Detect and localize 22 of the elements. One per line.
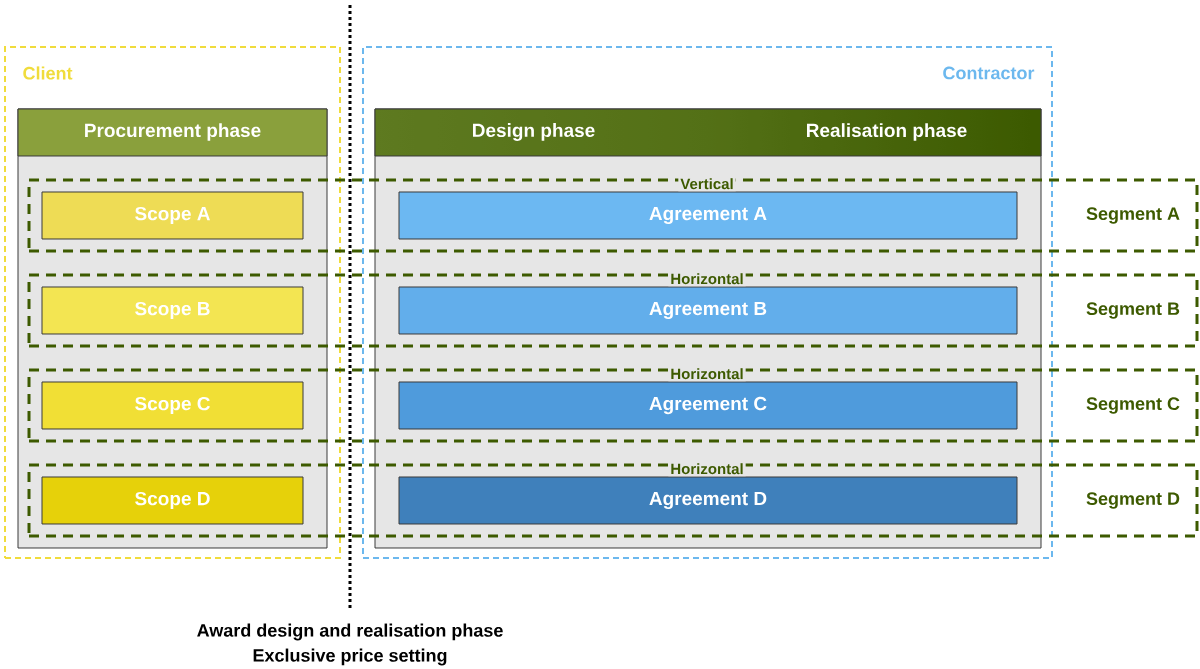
caption-text: Exclusive price setting: [253, 648, 447, 666]
caption-text: Award design and realisation phase: [197, 623, 503, 641]
scope-box: Scope B: [41, 286, 304, 335]
scope-box: Scope D: [41, 476, 304, 525]
segment-label: Segment D: [1086, 492, 1180, 509]
segment-label: Segment B: [1086, 302, 1180, 319]
scope-box: Scope C: [41, 381, 304, 430]
segment-type-label: Horizontal: [668, 366, 746, 382]
segment-label: Segment A: [1086, 207, 1180, 224]
phase-header: Design phase Realisation phase: [374, 108, 1042, 157]
phase-header: Procurement phase: [17, 108, 328, 157]
node-label: Design phase: [473, 123, 595, 141]
segment-type-label: Horizontal: [668, 461, 746, 477]
agreement-box: Agreement B: [398, 286, 1018, 335]
segment-label: Segment C: [1086, 397, 1180, 414]
segment-type-label: Horizontal: [668, 271, 746, 287]
agreement-box: Agreement D: [398, 476, 1018, 525]
agreement-box: Agreement C: [398, 381, 1018, 430]
segment-type-label: Vertical: [678, 176, 736, 192]
scope-box: Scope A: [41, 191, 304, 240]
node-label: Realisation phase: [807, 123, 967, 141]
agreement-box: Agreement A: [398, 191, 1018, 240]
